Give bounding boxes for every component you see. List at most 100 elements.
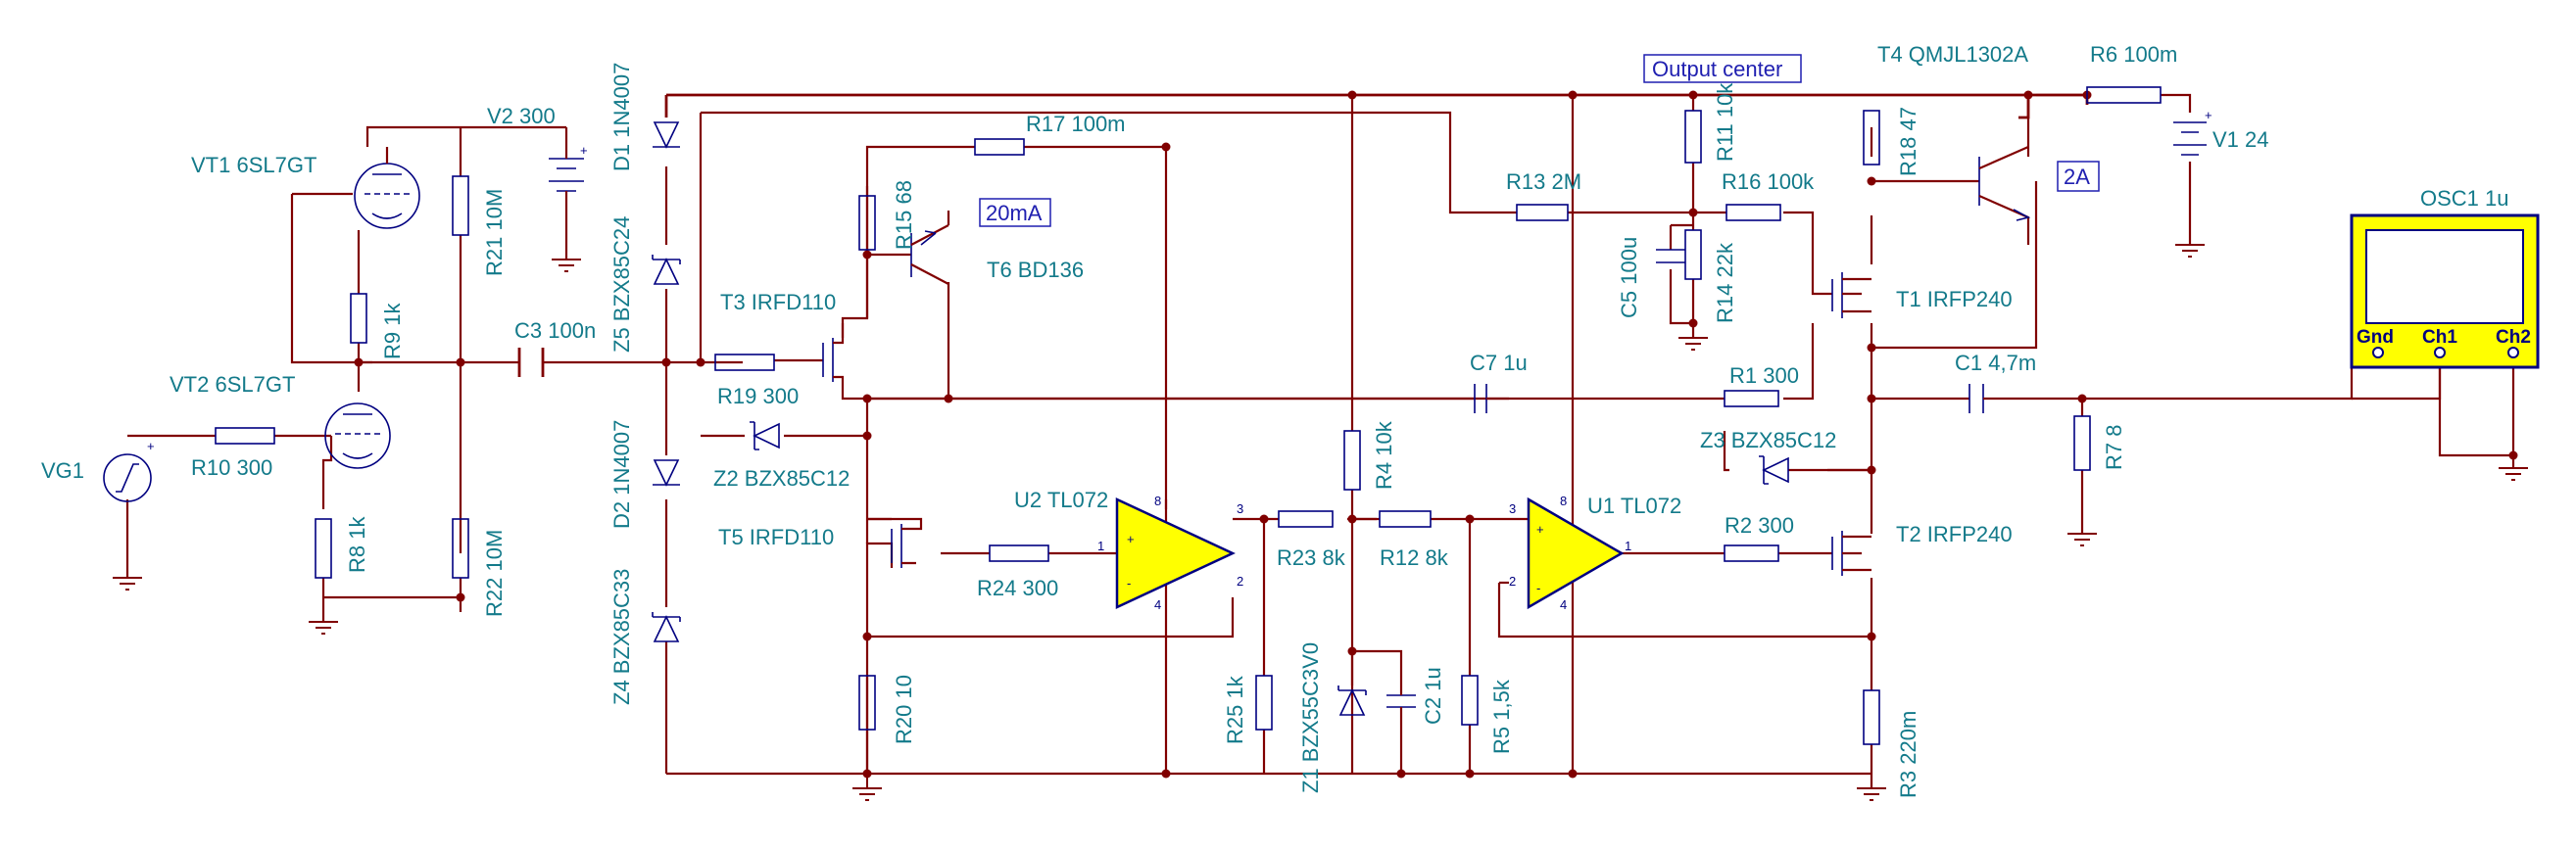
resistor-r16 [1725, 204, 1781, 221]
voltage-source-v2: + [549, 143, 588, 206]
vacuum-tube-vt1 [354, 147, 420, 229]
label-r6: R6 100m [2090, 42, 2177, 67]
svg-text:-: - [1127, 576, 1131, 591]
label-vt1: VT1 6SL7GT [191, 153, 316, 177]
label-z3: Z3 BZX85C12 [1700, 428, 1836, 452]
resistor-r8 [315, 518, 332, 579]
label-t1: T1 IRFP240 [1896, 287, 2013, 311]
svg-text:8: 8 [1154, 494, 1161, 508]
label-r23: R23 8k [1277, 545, 1346, 570]
resistor-r23 [1278, 510, 1334, 528]
label-r14: R14 22k [1713, 242, 1737, 323]
resistor-r6 [2086, 86, 2162, 104]
opamp-u2: + - [1115, 497, 1236, 609]
label-c3: C3 100n [514, 318, 596, 343]
label-r15: R15 68 [892, 180, 916, 250]
ground-symbols [113, 244, 2528, 801]
label-r1: R1 300 [1729, 363, 1799, 388]
label-r19: R19 300 [717, 384, 799, 408]
label-t5: T5 IRFD110 [718, 525, 834, 549]
opamp-pin-numbers: 1 2 3 4 8 1 2 3 4 8 [1097, 494, 1631, 612]
label-z5: Z5 BZX85C24 [609, 216, 634, 353]
svg-text:-: - [1536, 581, 1540, 595]
label-d1: D1 1N4007 [609, 63, 634, 171]
note-boxes: Output center 20mA 2A [979, 54, 2100, 227]
label-t4: T4 QMJL1302A [1877, 42, 2028, 67]
label-v1: V1 24 [2212, 127, 2269, 152]
label-d2: D2 1N4007 [609, 420, 634, 529]
label-t2: T2 IRFP240 [1896, 522, 2013, 546]
label-c5: C5 100u [1617, 237, 1641, 318]
label-r3: R3 220m [1896, 711, 1920, 798]
svg-text:8: 8 [1560, 494, 1567, 508]
resistor-r18 [1863, 110, 1880, 165]
label-r22: R22 10M [482, 530, 507, 617]
resistor-r2 [1724, 544, 1779, 562]
label-r12: R12 8k [1380, 545, 1449, 570]
resistor-r15 [858, 195, 876, 251]
label-u2: U2 TL072 [1014, 488, 1108, 512]
label-r4: R4 10k [1372, 420, 1396, 490]
resistor-r7 [2073, 415, 2091, 471]
svg-text:1: 1 [1625, 539, 1631, 553]
svg-text:+: + [1536, 522, 1544, 537]
svg-text:+: + [147, 439, 155, 453]
svg-text:1: 1 [1097, 539, 1104, 553]
svg-text:+: + [2205, 108, 2212, 122]
svg-text:2: 2 [1509, 574, 1516, 589]
label-r16: R16 100k [1722, 169, 1815, 194]
label-r5: R5 1,5k [1489, 679, 1514, 754]
label-t6: T6 BD136 [987, 258, 1084, 282]
svg-text:4: 4 [1560, 597, 1567, 612]
resistor-r17 [974, 138, 1025, 156]
component-labels-vertical: R21 10M R22 10M R9 1k R8 1k D1 1N4007 Z5… [345, 63, 2126, 798]
capacitor-c7 [1474, 384, 1553, 413]
bjt-t4 [1978, 145, 2031, 245]
label-z2: Z2 BZX85C12 [713, 466, 850, 491]
capacitor-c3 [517, 348, 545, 377]
diode-d1 [653, 121, 680, 149]
label-r18: R18 47 [1896, 107, 1920, 176]
resistor-r10 [215, 427, 275, 445]
label-c7: C7 1u [1470, 351, 1528, 375]
zener-z3 [1759, 455, 1789, 485]
label-r13: R13 2M [1506, 169, 1581, 194]
resistor-r19 [714, 354, 775, 371]
svg-text:2: 2 [1237, 574, 1243, 589]
label-c1: C1 4,7m [1955, 351, 2036, 375]
capacitors [517, 249, 2004, 725]
label-r17: R17 100m [1026, 112, 1126, 136]
junction-dots [354, 90, 2518, 779]
label-r8: R8 1k [345, 516, 369, 573]
oscilloscope-osc1: Gnd Ch1 Ch2 [2350, 213, 2540, 369]
svg-text:4: 4 [1154, 597, 1161, 612]
osc-gnd-label: Gnd [2357, 327, 2394, 348]
resistor-r1 [1724, 390, 1779, 407]
label-z1: Z1 BZX55C3V0 [1298, 642, 1323, 793]
resistor-r20 [858, 675, 876, 731]
label-r24: R24 300 [977, 576, 1058, 600]
capacitor-c5 [1656, 249, 1685, 263]
svg-text:3: 3 [1509, 501, 1516, 516]
zener-z1 [1337, 686, 1367, 716]
capacitor-c2 [1386, 686, 1416, 725]
svg-text:3: 3 [1237, 501, 1243, 516]
diodes [652, 121, 1789, 716]
component-labels: VT1 6SL7GT VT2 6SL7GT VG1 R10 300 V2 300… [41, 42, 2509, 600]
label-r20: R20 10 [892, 675, 916, 744]
label-z4: Z4 BZX85C33 [609, 569, 634, 705]
label-vt2: VT2 6SL7GT [170, 372, 295, 397]
resistor-r24 [989, 544, 1049, 562]
label-r11: R11 10k [1713, 82, 1737, 162]
resistor-r13 [1516, 204, 1569, 221]
note-2a: 2A [2064, 165, 2090, 189]
resistor-r4 [1343, 430, 1361, 491]
resistor-r3 [1863, 689, 1880, 745]
label-t3: T3 IRFD110 [720, 290, 836, 314]
mosfet-t2 [1831, 531, 1871, 576]
svg-text:+: + [1127, 532, 1135, 546]
label-r25: R25 1k [1223, 675, 1247, 744]
note-20ma: 20mA [986, 201, 1043, 225]
label-r21: R21 10M [482, 189, 507, 276]
mosfet-t5 [867, 517, 923, 568]
